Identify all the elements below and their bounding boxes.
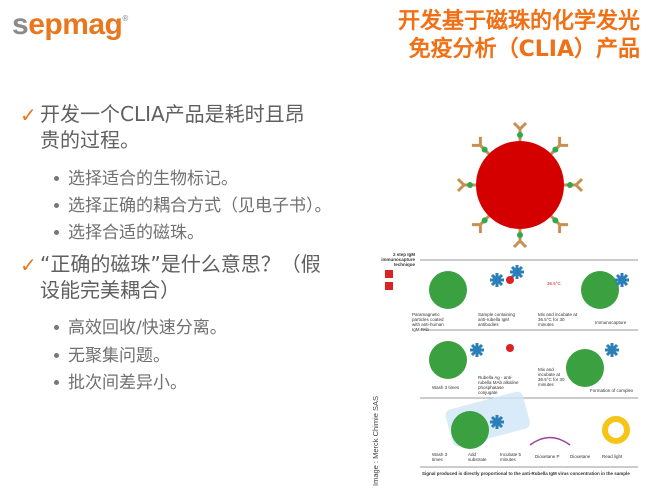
red-bead xyxy=(476,141,564,229)
green-bead xyxy=(429,341,467,379)
conjugate-icon xyxy=(385,282,393,290)
bullet-dot xyxy=(54,353,59,358)
step-label: Read light xyxy=(602,454,623,459)
bullet-2: “正确的磁珠”是什么意思？（假设能完美耦合） xyxy=(40,251,321,303)
antibody-icon xyxy=(550,136,569,155)
step-label: Paramagnetic particles coated with anti-… xyxy=(412,312,444,332)
step-label: Immunocapture xyxy=(595,320,627,325)
antibody-icon xyxy=(471,136,490,155)
sub-bullet: 无聚集问题。 xyxy=(68,346,170,366)
step-label: Mix and incubate at 36.5°C for 30 minute… xyxy=(538,312,578,327)
diagram-heading: 2 step IgM immunocapture technique xyxy=(381,252,415,267)
slide-title: 开发基于磁珠的化学发光 免疫分析（CLIA）产品 xyxy=(398,8,640,64)
bullet-1-line-2: 贵的过程。 xyxy=(40,128,140,152)
antibody-icon xyxy=(456,177,476,193)
red-bead-illustration xyxy=(456,121,584,249)
step-label: Dioxetane xyxy=(570,454,591,459)
green-bead xyxy=(451,411,489,449)
antibody-icon xyxy=(564,177,584,193)
antibody-icon xyxy=(550,215,569,234)
light-icon xyxy=(602,416,630,444)
green-bead xyxy=(429,271,467,309)
green-bead xyxy=(566,349,604,387)
antibody-icons xyxy=(470,265,629,429)
bullet-dot xyxy=(54,380,59,385)
antibody-icon xyxy=(512,121,528,141)
green-bead xyxy=(581,271,619,309)
logo-rest: epmag xyxy=(28,8,123,41)
antibody-icon xyxy=(471,215,490,234)
bullet-dot xyxy=(54,325,59,330)
check-icon: ✓ xyxy=(20,103,37,127)
sepmag-logo: sepmag® xyxy=(12,8,128,42)
step-label: Sample containing anti-rubella IgM antib… xyxy=(478,312,516,327)
temperature-label: 36.5°C xyxy=(547,281,561,286)
sub-bullet: 高效回收/快速分离。 xyxy=(68,318,227,338)
step-label: Wash 3 times xyxy=(432,452,448,462)
diagram-footer: Signal produced is directly proportional… xyxy=(422,471,630,476)
image-credit: Image : Merck Chimie SAS xyxy=(371,395,380,487)
bullet-dot xyxy=(54,230,59,235)
step-label: Formation of complex xyxy=(590,388,634,393)
immunocapture-diagram: 2 step IgM immunocapture technique Image… xyxy=(370,250,650,488)
sub-bullet: 选择合适的磁珠。 xyxy=(68,223,204,243)
reaction-arrow xyxy=(529,436,571,446)
title-line-2: 免疫分析（CLIA）产品 xyxy=(408,37,640,62)
logo-registered: ® xyxy=(122,14,128,23)
bullet-2-line-1: “正确的磁珠”是什么意思？（假 xyxy=(40,252,321,276)
sub-bullet: 选择适合的生物标记。 xyxy=(68,169,238,189)
bullet-dot xyxy=(54,176,59,181)
step-label: Dioxetane P xyxy=(535,454,560,459)
bullet-dot xyxy=(54,203,59,208)
step-label: Add substrate xyxy=(468,452,487,462)
title-line-1: 开发基于磁珠的化学发光 xyxy=(397,9,640,34)
bullet-1: 开发一个CLIA产品是耗时且昂贵的过程。 xyxy=(40,101,305,153)
conjugate-icon xyxy=(385,270,393,278)
check-icon: ✓ xyxy=(20,253,37,277)
antibody-icon xyxy=(512,229,528,249)
bullet-2-line-2: 设能完美耦合） xyxy=(40,278,180,302)
step-label: Incubate 5 minutes xyxy=(500,452,522,462)
diagram-graphics xyxy=(385,259,638,468)
step-label: Mix and incubate at 36.5°C for 30 minute… xyxy=(538,367,565,387)
step-label: Wash 3 times xyxy=(432,385,460,390)
bullet-1-line-1: 开发一个CLIA产品是耗时且昂 xyxy=(40,102,305,126)
sub-bullet: 选择正确的耦合方式（见电子书）。 xyxy=(68,196,332,216)
sub-bullet: 批次间差异小。 xyxy=(68,373,187,393)
logo-s: s xyxy=(12,8,29,41)
step-label: Rubella Ag - anti-rubella MAb alkaline p… xyxy=(478,375,519,395)
